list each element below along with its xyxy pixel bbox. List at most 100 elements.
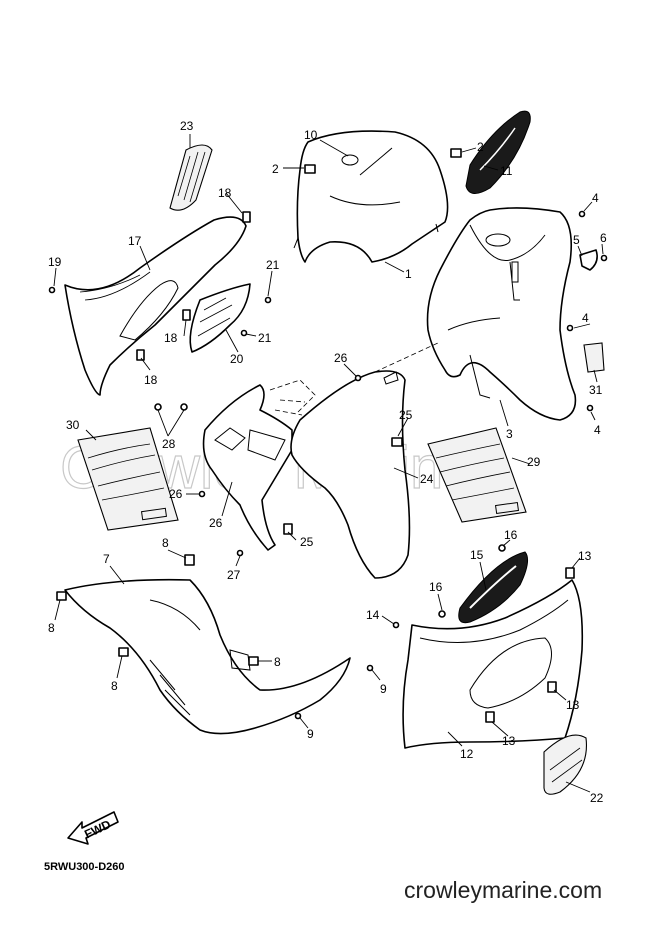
part-9-screw-a[interactable] <box>366 664 374 672</box>
callout-3: 3 <box>506 427 513 441</box>
part-24-center-panel[interactable] <box>290 341 441 579</box>
part-18-clip-c[interactable] <box>136 349 145 361</box>
part-13-clip-c[interactable] <box>485 711 495 723</box>
part-11-emblem[interactable] <box>465 110 531 194</box>
part-1-front-panel[interactable] <box>293 130 449 263</box>
callout-25: 25 <box>300 535 314 549</box>
callout-20: 20 <box>230 352 244 366</box>
callout-18: 18 <box>164 331 178 345</box>
part-13-clip-a[interactable] <box>565 567 575 579</box>
callout-26: 26 <box>209 516 223 530</box>
callout-26: 26 <box>169 487 183 501</box>
part-19-screw[interactable] <box>48 286 56 294</box>
part-8-clip-b[interactable] <box>56 591 67 601</box>
part-3-leg-shield[interactable] <box>426 207 577 421</box>
callout-27: 27 <box>227 568 241 582</box>
fwd-label: FWD <box>82 817 113 841</box>
part-31-decal[interactable] <box>583 342 605 373</box>
callout-4: 4 <box>592 191 599 205</box>
callout-24: 24 <box>420 472 434 486</box>
part-27-screw[interactable] <box>236 549 244 557</box>
part-5-bracket[interactable] <box>579 249 598 271</box>
site-url[interactable]: crowleymarine.com <box>404 877 603 903</box>
part-22-emblem[interactable] <box>543 734 588 795</box>
callout-9: 9 <box>307 727 314 741</box>
part-25-nut-b[interactable] <box>283 523 293 535</box>
callout-19: 19 <box>48 255 62 269</box>
leader-lines <box>53 134 604 793</box>
fwd-arrow-icon: FWD <box>67 811 119 845</box>
part-25-nut-a[interactable] <box>391 437 403 447</box>
callout-4: 4 <box>582 311 589 325</box>
part-14-screw[interactable] <box>392 621 400 629</box>
callout-25: 25 <box>399 408 413 422</box>
part-4-screw-b[interactable] <box>566 324 574 332</box>
callout-8: 8 <box>274 655 281 669</box>
part-8-clip-c[interactable] <box>118 647 129 657</box>
part-28-screw-a[interactable] <box>154 403 162 411</box>
callout-6: 6 <box>600 231 607 245</box>
callout-16: 16 <box>429 580 443 594</box>
part-4-screw-a[interactable] <box>578 210 586 218</box>
callout-17: 17 <box>128 234 142 248</box>
part-20-small-panel[interactable] <box>189 283 251 353</box>
part-2-nut-right[interactable] <box>450 148 462 158</box>
part-26-screw-b[interactable] <box>198 490 206 498</box>
part-6-screw[interactable] <box>600 254 608 262</box>
part-30-decal[interactable] <box>77 427 179 531</box>
part-12-lower-cover[interactable] <box>402 579 584 749</box>
callout-26: 26 <box>334 351 348 365</box>
callout-8: 8 <box>162 536 169 550</box>
part-16-grommet-b[interactable] <box>438 610 446 618</box>
callout-21: 21 <box>258 331 272 345</box>
callout-8: 8 <box>111 679 118 693</box>
part-8-clip-a[interactable] <box>184 554 195 566</box>
callout-16: 16 <box>504 528 518 542</box>
part-28-bracket-assembly[interactable] <box>202 379 316 551</box>
part-17-side-cover[interactable] <box>64 216 247 396</box>
part-21-screw-a[interactable] <box>264 296 272 304</box>
callout-12: 12 <box>460 747 474 761</box>
callout-18: 18 <box>144 373 158 387</box>
callout-13: 13 <box>578 549 592 563</box>
part-7-lower-cover[interactable] <box>64 578 351 735</box>
part-4-screw-c[interactable] <box>586 404 594 412</box>
part-2-nut-left[interactable] <box>304 164 316 174</box>
callout-8: 8 <box>48 621 55 635</box>
callout-18: 18 <box>218 186 232 200</box>
callout-labels: 23 10 2 2 11 4 18 5 6 17 19 21 1 4 18 21… <box>48 119 607 805</box>
part-21-screw-b[interactable] <box>240 329 248 337</box>
part-18-clip-a[interactable] <box>242 211 251 223</box>
callout-22: 22 <box>590 791 604 805</box>
callout-11: 11 <box>500 164 513 178</box>
part-8-clip-d[interactable] <box>248 656 259 666</box>
part-26-screw-a[interactable] <box>354 374 362 382</box>
callout-1: 1 <box>405 267 412 281</box>
callout-2: 2 <box>272 162 279 176</box>
part-13-clip-b[interactable] <box>547 681 557 693</box>
callout-13: 13 <box>566 698 580 712</box>
part-16-grommet-a[interactable] <box>498 544 506 552</box>
callout-29: 29 <box>527 455 541 469</box>
callout-15: 15 <box>470 548 484 562</box>
diagram-code: 5RWU300-D260 <box>44 861 125 873</box>
callout-5: 5 <box>573 233 580 247</box>
part-9-screw-b[interactable] <box>294 712 302 720</box>
callout-13: 13 <box>502 734 516 748</box>
callout-23: 23 <box>180 119 194 133</box>
part-28-screw-b[interactable] <box>180 403 188 411</box>
callout-9: 9 <box>380 682 387 696</box>
part-23-decal[interactable] <box>169 144 213 211</box>
callout-30: 30 <box>66 418 80 432</box>
callout-21: 21 <box>266 258 280 272</box>
part-29-decal[interactable] <box>427 427 527 523</box>
callout-2: 2 <box>477 140 484 154</box>
callout-10: 10 <box>304 128 318 142</box>
callout-7: 7 <box>103 552 110 566</box>
callout-4: 4 <box>594 423 601 437</box>
callout-14: 14 <box>366 608 380 622</box>
part-18-clip-b[interactable] <box>182 309 191 321</box>
callout-28: 28 <box>162 437 176 451</box>
part-15-cover[interactable] <box>458 551 529 624</box>
